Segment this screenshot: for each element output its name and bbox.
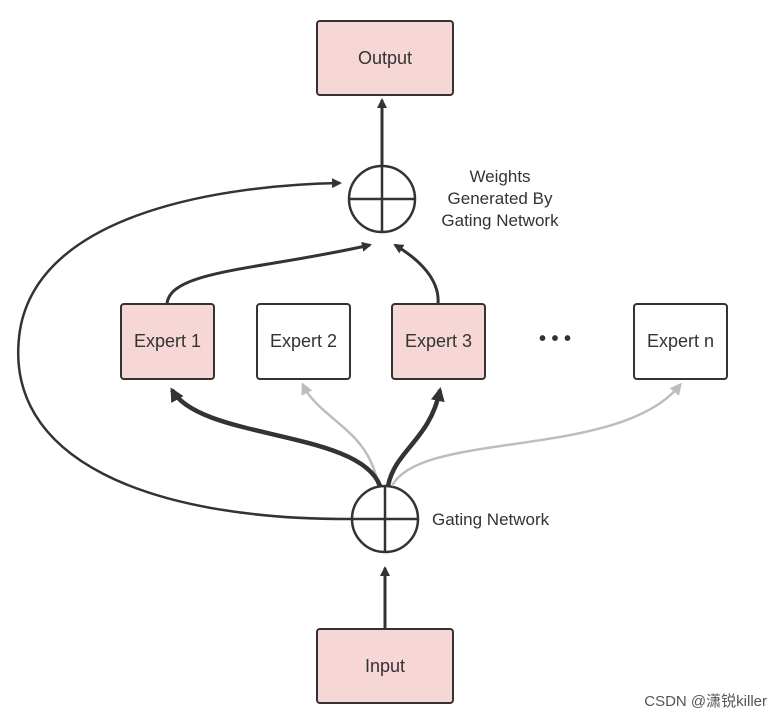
output-node: Output	[316, 20, 454, 96]
experts-ellipsis: • • •	[538, 328, 572, 350]
weighting-combine-node	[347, 164, 417, 234]
weights-label-line3: Gating Network	[441, 211, 559, 230]
gating-weights-connection	[17, 178, 353, 521]
gating-to-expertn-arrow	[390, 382, 682, 487]
gating-to-expert2-arrow	[301, 382, 380, 487]
gating-network-label: Gating Network	[432, 510, 550, 529]
watermark: CSDN @潇锐killer	[644, 693, 767, 710]
gating-to-expert3-arrow	[385, 387, 445, 487]
expertn-node: Expert n	[633, 303, 728, 380]
weights-label: Weights Generated By Gating Network	[425, 166, 575, 232]
input-node: Input	[316, 628, 454, 704]
expert3-node: Expert 3	[391, 303, 486, 380]
weights-label-line1: Weights	[469, 167, 531, 186]
expert1-node: Expert 1	[120, 303, 215, 380]
expert2-node: Expert 2	[256, 303, 351, 380]
gating-to-expert1-arrow	[170, 387, 383, 487]
expert1-to-weighting-arrow	[165, 241, 372, 305]
expert3-to-weighting-arrow	[393, 243, 440, 305]
gating-combine-node	[350, 484, 420, 554]
weights-label-line2: Generated By	[447, 189, 553, 208]
